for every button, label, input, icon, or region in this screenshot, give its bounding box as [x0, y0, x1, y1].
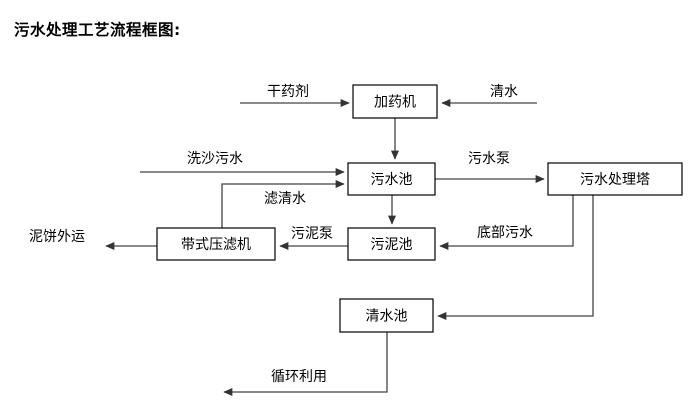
node-treatment-tower[interactable]: 污水处理塔 — [547, 162, 683, 196]
node-dosing-machine[interactable]: 加药机 — [352, 84, 438, 119]
treatment-tower-box[interactable] — [547, 162, 683, 196]
edge-label-filtered-clear-water: 滤清水 — [264, 191, 306, 207]
sewage-pool-label: 污水池 — [371, 172, 413, 188]
sludge-pool-box[interactable] — [347, 227, 436, 261]
edge-bottom-sewage-to-sludge-pool — [439, 195, 574, 251]
dosing-machine-label: 加药机 — [374, 95, 416, 111]
treatment-tower-label: 污水处理塔 — [580, 172, 650, 188]
clear-water-pool-box[interactable] — [339, 298, 434, 333]
belt-filter-press-label: 带式压滤机 — [181, 237, 251, 253]
edge-clear-water-pool-to-recycling-reuse — [223, 332, 388, 397]
edge-label-bottom-sewage: 底部污水 — [477, 225, 533, 241]
edge-label-sewage-pump: 污水泵 — [468, 151, 510, 167]
edge-label-clean-water: 清水 — [490, 84, 518, 100]
edge-treatment-tower-to-clear-water-pool — [437, 195, 594, 321]
clear-water-pool-label: 清水池 — [366, 309, 408, 325]
edge-label-dry-chemical: 干药剂 — [267, 84, 309, 100]
dosing-machine-box[interactable] — [352, 84, 438, 119]
sludge-pool-label: 污泥池 — [371, 237, 413, 253]
edge-label-mud-cake-transport: 泥饼外运 — [29, 229, 85, 245]
page-title: 污水处理工艺流程框图: — [14, 21, 181, 39]
node-sludge-pool[interactable]: 污泥池 — [347, 227, 436, 261]
edge-filtered-clear-water-to-sewage-pool — [221, 179, 345, 228]
node-belt-filter-press[interactable]: 带式压滤机 — [156, 227, 276, 261]
sewage-pool-box[interactable] — [347, 162, 436, 196]
edge-label-recycling-reuse: 循环利用 — [271, 369, 327, 385]
belt-filter-press-box[interactable] — [156, 227, 276, 261]
edge-label-sand-washing-sewage: 洗沙污水 — [187, 151, 243, 167]
edge-label-sludge-pump: 污泥泵 — [291, 226, 333, 242]
node-clear-water-pool[interactable]: 清水池 — [339, 298, 434, 333]
node-sewage-pool[interactable]: 污水池 — [347, 162, 436, 196]
